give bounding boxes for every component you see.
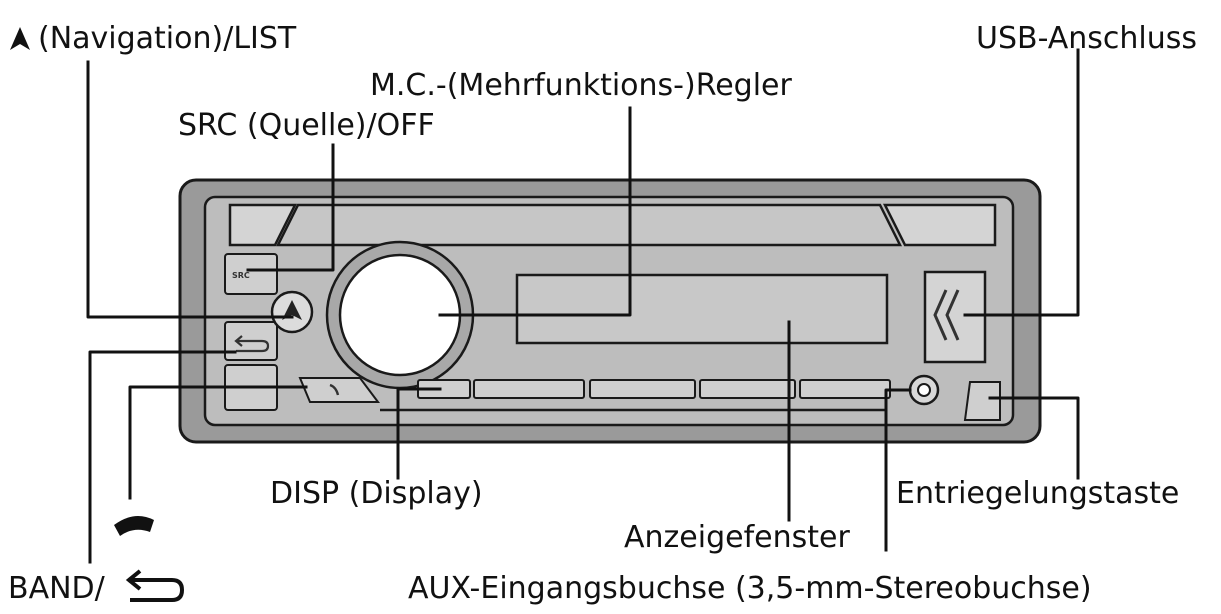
usb-chevron-icon <box>933 289 948 341</box>
callout-disp <box>396 387 442 480</box>
seek-buttons <box>473 379 585 399</box>
labels: (Navigation)/LIST M.C.-(Mehrfunktions-)R… <box>8 21 1197 606</box>
label-mc-regler: M.C.-(Mehrfunktions-)Regler <box>370 68 792 103</box>
callout-release <box>988 396 1080 480</box>
navigation-triangle-icon <box>282 300 302 320</box>
phone-button <box>298 377 380 403</box>
phone-handset-icon-small <box>329 383 340 396</box>
label-navigation-list: (Navigation)/LIST <box>38 21 297 56</box>
usb-port-cover <box>923 270 987 364</box>
label-anzeigefenster: Anzeigefenster <box>624 520 850 555</box>
left-top-bevel <box>228 203 298 247</box>
preset-buttons-4-6 <box>699 379 796 399</box>
callout-usb <box>963 48 1080 317</box>
src-button-shape <box>224 253 278 295</box>
callout-src <box>246 143 335 272</box>
back-arrow-icon-label <box>130 578 185 602</box>
back-arrow-icon <box>236 339 270 353</box>
callout-band <box>88 350 237 564</box>
callout-lines <box>86 48 1080 564</box>
callout-aux <box>884 388 912 552</box>
label-usb-anschluss: USB-Anschluss <box>976 21 1197 56</box>
display-window <box>515 273 889 345</box>
preset-buttons-extra <box>799 379 891 399</box>
back-arrow-head <box>234 335 243 347</box>
label-src-off: SRC (Quelle)/OFF <box>178 108 435 143</box>
callout-phone <box>128 385 308 500</box>
phone-handset-icon <box>114 516 154 536</box>
aux-jack-hole <box>917 383 931 397</box>
preset-buttons-1-3 <box>589 379 696 399</box>
callout-navigation <box>86 60 294 319</box>
release-button <box>963 381 1001 421</box>
back-arrow-label-head <box>125 569 142 591</box>
navigation-triangle-label-icon <box>10 27 30 50</box>
label-disp: DISP (Display) <box>270 476 483 511</box>
src-button-label: SRC <box>232 271 250 280</box>
label-aux: AUX-Eingangsbuchse (3,5-mm-Stereobuchse) <box>408 571 1092 606</box>
car-radio-unit: SRC <box>178 178 1042 444</box>
label-band: BAND/ <box>8 571 106 606</box>
usb-chevron-icon-2 <box>945 289 960 341</box>
right-top-bevel <box>882 203 997 247</box>
label-entriegelung: Entriegelungstaste <box>896 476 1179 511</box>
callout-mc-regler <box>438 106 632 317</box>
top-bevel <box>275 203 903 247</box>
